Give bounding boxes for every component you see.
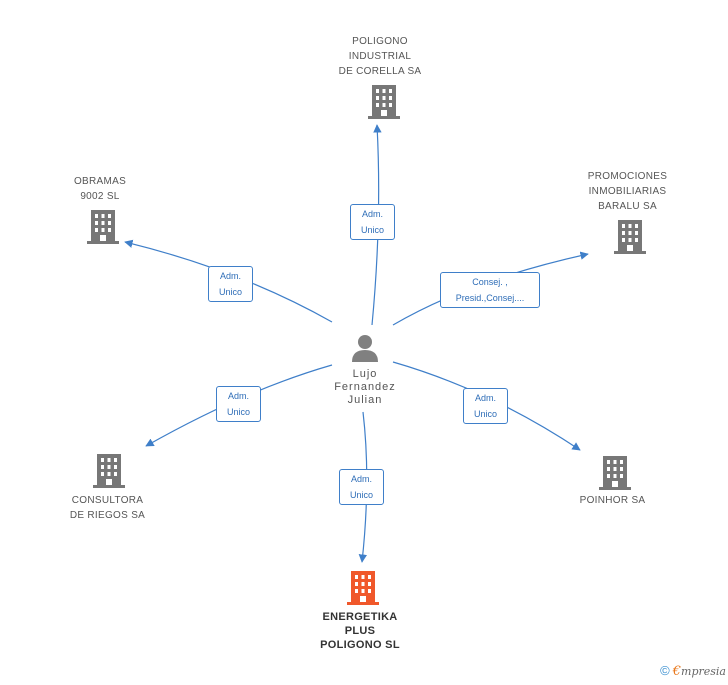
- node-label-consultora-riegos[interactable]: CONSULTORA DE RIEGOS SA: [55, 493, 160, 523]
- node-label-poligono-corella[interactable]: POLIGONO INDUSTRIAL DE CORELLA SA: [330, 34, 430, 79]
- relation-label-promociones-baralu[interactable]: Consej. , Presid.,Consej....: [440, 272, 540, 308]
- brand-initial: €: [672, 664, 682, 679]
- label-line: DE CORELLA SA: [338, 66, 422, 77]
- copyright-symbol: ©: [660, 663, 670, 678]
- relation-line: Unico: [226, 407, 250, 417]
- relation-line: Adm.: [219, 271, 241, 281]
- relation-line: Presid.,Consej....: [455, 293, 525, 303]
- node-label-poinhor[interactable]: POINHOR SA: [565, 493, 660, 508]
- empresia-watermark[interactable]: ©€mpresia: [660, 663, 726, 679]
- relation-label-obramas[interactable]: Adm. Unico: [208, 266, 253, 302]
- relation-line: Adm.: [227, 391, 249, 401]
- building-icon[interactable]: [614, 220, 646, 254]
- relation-line: Adm.: [474, 393, 496, 403]
- relation-label-consultora-riegos[interactable]: Adm. Unico: [216, 386, 261, 422]
- label-line: POLIGONO: [352, 36, 408, 47]
- building-icon[interactable]: [93, 454, 125, 488]
- relation-line: Unico: [218, 287, 242, 297]
- relation-line: Unico: [360, 225, 384, 235]
- relation-label-energetika[interactable]: Adm. Unico: [339, 469, 384, 505]
- brand-name: mpresia: [681, 665, 726, 678]
- node-label-promociones-baralu[interactable]: PROMOCIONES INMOBILIARIAS BARALU SA: [575, 169, 680, 214]
- label-line: POINHOR SA: [579, 495, 646, 506]
- label-line: Fernandez: [334, 381, 396, 393]
- label-line: OBRAMAS: [73, 176, 127, 187]
- relation-line: Unico: [473, 409, 497, 419]
- label-line: INDUSTRIAL: [348, 51, 412, 62]
- node-label-energetika[interactable]: ENERGETIKA PLUS POLIGONO SL: [305, 610, 415, 652]
- relation-line: Adm.: [350, 474, 372, 484]
- node-label-obramas[interactable]: OBRAMAS 9002 SL: [55, 174, 145, 204]
- label-line: POLIGONO SL: [320, 639, 400, 651]
- building-icon[interactable]: [599, 456, 631, 490]
- label-line: Julian: [347, 394, 383, 406]
- label-line: DE RIEGOS SA: [69, 510, 146, 521]
- label-line: Lujo: [352, 368, 378, 380]
- label-line: CONSULTORA: [71, 495, 144, 506]
- person-icon[interactable]: [350, 333, 380, 363]
- label-line: 9002 SL: [80, 191, 120, 202]
- label-line: BARALU SA: [598, 201, 657, 212]
- label-line: ENERGETIKA: [322, 611, 398, 623]
- label-line: PLUS: [344, 625, 376, 637]
- relation-line: Unico: [349, 490, 373, 500]
- relation-label-poligono-corella[interactable]: Adm. Unico: [350, 204, 395, 240]
- building-icon[interactable]: [368, 85, 400, 119]
- node-label-center-person[interactable]: Lujo Fernandez Julian: [315, 368, 415, 407]
- building-icon[interactable]: [87, 210, 119, 244]
- label-line: INMOBILIARIAS: [588, 186, 667, 197]
- relation-label-poinhor[interactable]: Adm. Unico: [463, 388, 508, 424]
- relation-line: Consej. ,: [472, 277, 508, 287]
- relation-line: Adm.: [361, 209, 383, 219]
- label-line: PROMOCIONES: [587, 171, 668, 182]
- building-icon-highlighted[interactable]: [347, 571, 379, 605]
